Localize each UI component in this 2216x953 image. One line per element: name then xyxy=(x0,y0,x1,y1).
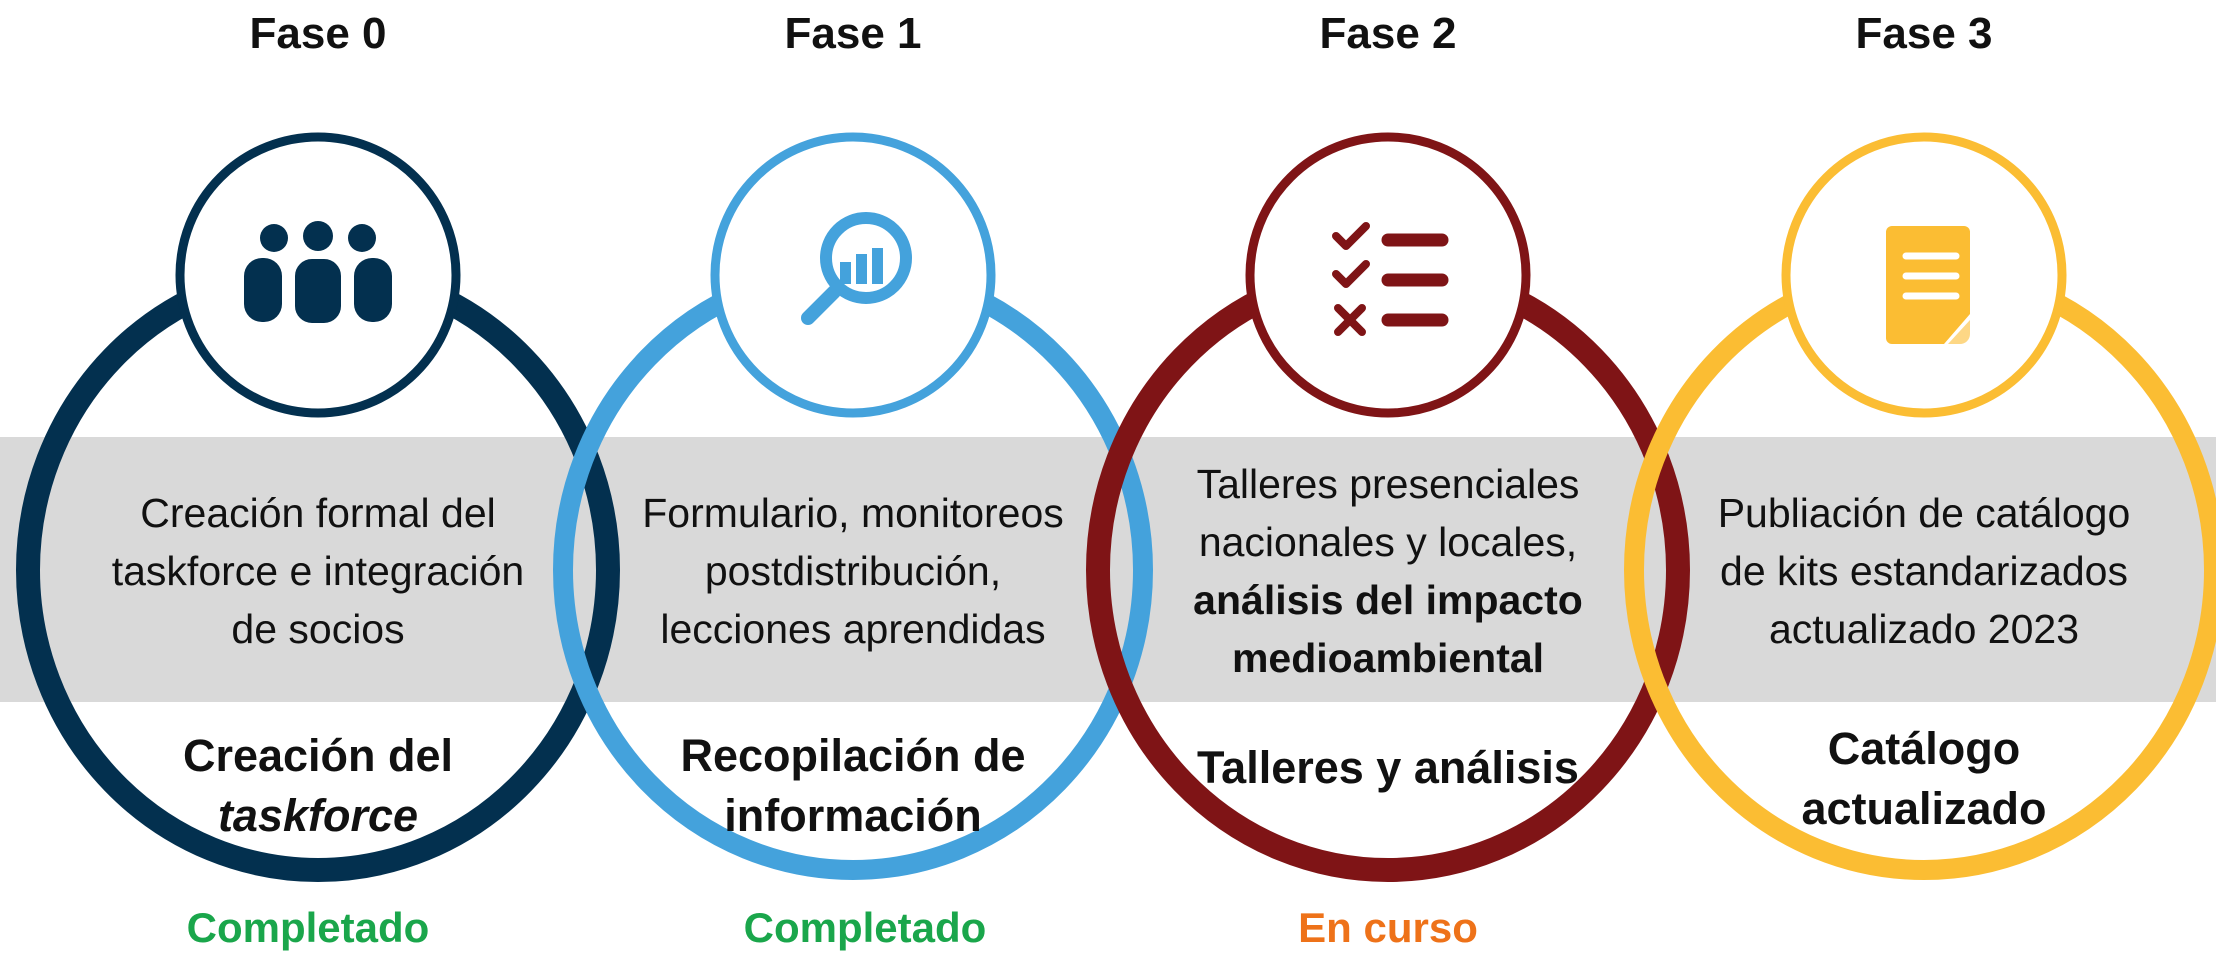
phase-2-status: En curso xyxy=(1298,904,1478,951)
phase-2-name-line: Talleres y análisis xyxy=(1197,742,1579,793)
phase-3-description: Publiación de catálogo de kits estandari… xyxy=(1689,484,2159,658)
phase-2-description-line: nacionales y locales, xyxy=(1198,519,1578,565)
phase-0-name-line: Creación del xyxy=(182,730,454,781)
phase-0-description: Creación formal del taskforce e integrac… xyxy=(83,484,553,658)
phase-1-name-line: información xyxy=(724,790,982,841)
phase-1-description: Formulario, monitoreos postdistribución,… xyxy=(618,484,1088,658)
phase-3-title: Fase 3 xyxy=(1855,9,1993,58)
phase-3-description-line: actualizado 2023 xyxy=(1768,606,2080,652)
phase-2-description-line: Talleres presenciales xyxy=(1196,461,1580,507)
phase-2-description-bold-line: medioambiental xyxy=(1231,635,1545,681)
phase-0-description-line: Creación formal del xyxy=(140,490,496,536)
checklist-icon xyxy=(1332,222,1449,336)
phase-0-description-line: taskforce e integración xyxy=(111,548,525,594)
people-group-icon xyxy=(244,221,392,329)
phase-3-description-line: de kits estandarizados xyxy=(1720,548,2128,594)
phase-1-description-line: postdistribución, xyxy=(704,548,1002,594)
phase-0-description-line: de socios xyxy=(231,606,405,652)
magnifier-chart-icon xyxy=(801,212,912,325)
phase-3-name-line: actualizado xyxy=(1801,783,2047,834)
phase-0-title: Fase 0 xyxy=(249,9,387,58)
document-icon xyxy=(1886,226,1970,344)
phase-1-status: Completado xyxy=(743,904,987,951)
phase-1-name-line: Recopilación de xyxy=(680,730,1026,781)
phase-1-icon-circle xyxy=(710,132,996,418)
phase-1-description-line: Formulario, monitoreos xyxy=(642,490,1064,536)
phase-0-name: Creación del taskforce xyxy=(88,726,548,846)
phase-2-title: Fase 2 xyxy=(1319,9,1457,58)
phase-1-name: Recopilación de información xyxy=(623,726,1083,846)
phase-3-description-line: Publiación de catálogo xyxy=(1717,490,2131,536)
phase-1-title: Fase 1 xyxy=(784,9,922,58)
phase-0-status: Completado xyxy=(186,904,430,951)
phase-2-name: Talleres y análisis xyxy=(1158,738,1618,798)
phase-2-description-bold-line: análisis del impacto xyxy=(1193,577,1583,623)
phase-1-description-line: lecciones aprendidas xyxy=(660,606,1046,652)
phase-2-description: Talleres presenciales nacionales y local… xyxy=(1153,455,1623,687)
phase-0-name-line: taskforce xyxy=(217,790,419,841)
phase-3-name-line: Catálogo xyxy=(1827,723,2021,774)
phase-3-name: Catálogo actualizado xyxy=(1694,719,2154,839)
